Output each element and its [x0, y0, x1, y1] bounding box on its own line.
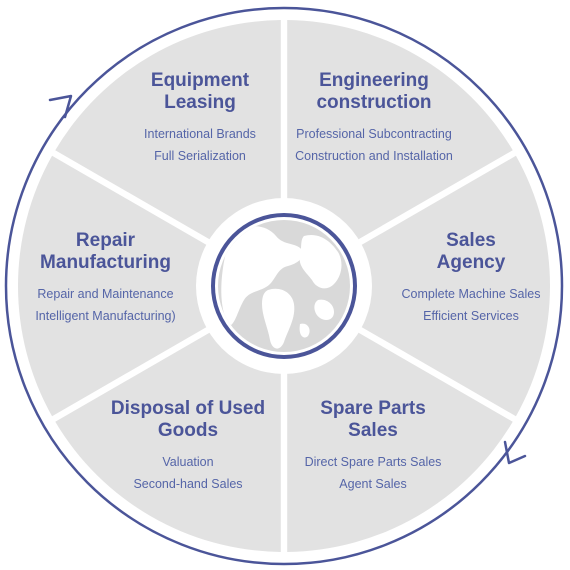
segment-desc: Efficient Services	[423, 309, 519, 323]
segments-layer	[17, 20, 550, 552]
segment-title: Goods	[157, 420, 219, 441]
cycle-arrow-top-left	[48, 94, 73, 119]
segment-title: Disposal of Used	[110, 398, 266, 419]
segment-title: Sales	[446, 230, 496, 251]
segment-wedge-repair-manufacturing	[55, 20, 281, 249]
segment-title: Repair	[75, 230, 136, 251]
segment-spare-parts-sales: Spare Parts Sales Direct Spare Parts Sal…	[273, 398, 473, 495]
segment-title: Engineering	[319, 70, 429, 91]
segment-title: Leasing	[164, 92, 236, 113]
segment-title: Agency	[436, 252, 506, 273]
segment-repair-manufacturing: Repair Manufacturing Repair and Maintena…	[8, 230, 203, 327]
segment-wedge-equipment-leasing	[287, 20, 513, 249]
cycle-arrow-bottom-right	[503, 440, 527, 465]
segment-title: Manufacturing	[40, 252, 171, 273]
segment-equipment-leasing: Equipment Leasing International Brands F…	[100, 70, 300, 167]
segment-desc: Direct Spare Parts Sales	[304, 455, 442, 469]
globe-icon	[218, 220, 350, 352]
center-ring	[211, 213, 357, 359]
segment-title: Spare Parts	[320, 398, 426, 419]
segment-desc: Repair and Maintenance	[37, 287, 174, 301]
segment-desc: Full Serialization	[154, 149, 246, 163]
segment-desc: Agent Sales	[339, 477, 407, 491]
segment-desc: Second-hand Sales	[133, 477, 243, 491]
segment-desc: Construction and Installation	[295, 149, 453, 163]
segment-wedge-sales-agency	[287, 323, 513, 552]
segment-sales-agency: Sales Agency Complete Machine Sales Effi…	[376, 230, 566, 327]
segment-wedge-disposal-used-goods	[17, 155, 222, 417]
segment-title: Equipment	[150, 70, 250, 91]
segment-desc: Professional Subcontracting	[296, 127, 452, 141]
segment-wedge-spare-parts-sales	[55, 323, 281, 552]
segment-desc: International Brands	[144, 127, 256, 141]
segment-wedge-engineering-construction	[346, 155, 550, 417]
outer-ring	[4, 6, 564, 566]
segment-title: construction	[316, 92, 432, 113]
segment-engineering-construction: Engineering construction Professional Su…	[269, 70, 479, 167]
segment-desc: Intelligent Manufacturing)	[35, 309, 176, 323]
segment-title: Sales	[348, 420, 398, 441]
segment-desc: Valuation	[162, 455, 214, 469]
segment-disposal-used-goods: Disposal of Used Goods Valuation Second-…	[88, 398, 288, 495]
segment-desc: Complete Machine Sales	[401, 287, 541, 301]
